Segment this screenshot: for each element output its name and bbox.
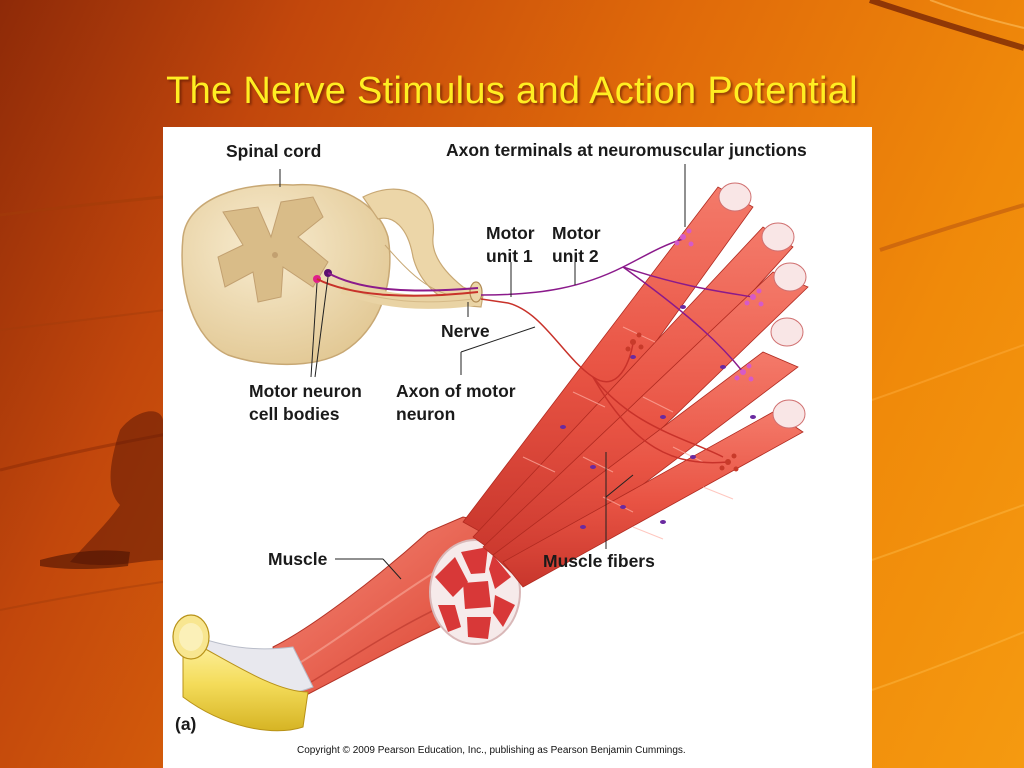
label-muscle-fibers: Muscle fibers: [543, 551, 655, 571]
axon-terminal-clusters: [625, 228, 764, 472]
label-motor-neuron-line2: cell bodies: [249, 404, 340, 424]
muscle-nerve-figure: Spinal cord Axon terminals at neuromuscu…: [163, 127, 872, 768]
label-motor-unit-1-line1: Motor: [486, 223, 535, 243]
copyright-notice: Copyright © 2009 Pearson Education, Inc.…: [297, 745, 686, 756]
label-axon-line2: neuron: [396, 404, 455, 424]
slide-title: The Nerve Stimulus and Action Potential: [166, 70, 858, 112]
label-axon-line1: Axon of motor: [396, 381, 516, 401]
label-motor-unit-2-line1: Motor: [552, 223, 601, 243]
spinal-cord: [181, 183, 484, 366]
label-motor-unit-1-line2: unit 1: [486, 246, 533, 266]
label-motor-unit-2-line2: unit 2: [552, 246, 599, 266]
label-axon-terminals: Axon terminals at neuromuscular junction…: [446, 140, 807, 160]
figure-illustration: Spinal cord Axon terminals at neuromuscu…: [172, 140, 809, 756]
whole-muscle: [172, 516, 521, 732]
label-panel-a: (a): [175, 714, 196, 734]
label-nerve: Nerve: [441, 321, 490, 341]
label-spinal-cord: Spinal cord: [226, 141, 321, 161]
label-motor-neuron-line1: Motor neuron: [249, 381, 362, 401]
label-muscle: Muscle: [268, 549, 328, 569]
